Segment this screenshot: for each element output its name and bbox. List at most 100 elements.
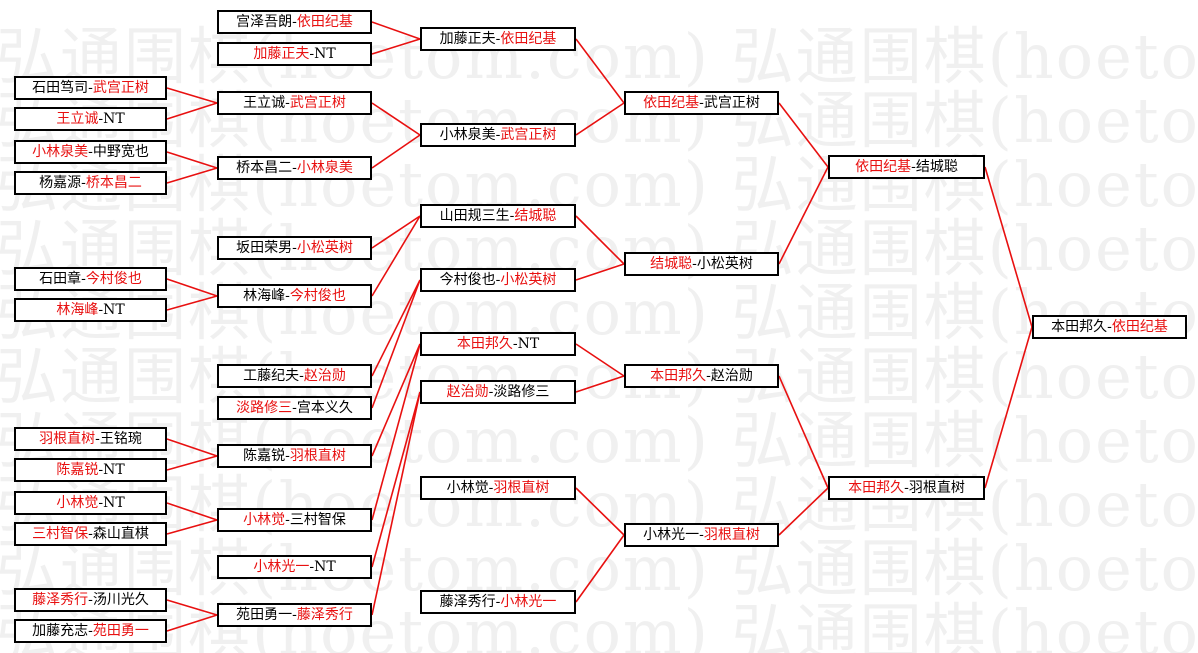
connector-line bbox=[778, 487, 829, 536]
match-box-r4-4: 小林光一-羽根直树 bbox=[624, 523, 779, 547]
player-b: 小松英树 bbox=[500, 272, 557, 288]
connector-line bbox=[166, 278, 218, 297]
player-b: NT bbox=[103, 495, 125, 511]
connector-line bbox=[984, 166, 1033, 328]
vs-separator: - bbox=[488, 480, 494, 496]
match-box-r1-2: 王立诚-NT bbox=[14, 107, 167, 131]
player-a: 羽根直树 bbox=[39, 431, 96, 447]
match-box-r3-1: 加藤正夫-依田纪基 bbox=[420, 27, 576, 51]
vs-separator: - bbox=[292, 160, 297, 176]
player-b: 结城聪 bbox=[915, 159, 958, 175]
vs-separator: - bbox=[285, 95, 290, 111]
player-b: 武宫正树 bbox=[92, 80, 149, 96]
player-a: 依田纪基 bbox=[855, 159, 912, 175]
player-a: 石田章 bbox=[39, 271, 82, 287]
connector-line bbox=[984, 326, 1033, 489]
match-box-r1-9: 小林觉-NT bbox=[14, 491, 167, 515]
match-box-r1-7: 羽根直树-王铭琬 bbox=[14, 427, 167, 451]
match-box-r1-4: 杨嘉源-桥本昌二 bbox=[14, 171, 167, 195]
player-a: 小林泉美 bbox=[439, 127, 496, 143]
player-a: 苑田勇一 bbox=[236, 607, 293, 623]
connector-line bbox=[166, 502, 218, 521]
player-a: 今村俊也 bbox=[439, 272, 496, 288]
player-b: 羽根直树 bbox=[289, 448, 346, 464]
player-a: 依田纪基 bbox=[643, 95, 700, 111]
vs-separator: - bbox=[285, 448, 290, 464]
match-box-r2-3: 王立诚-武宫正树 bbox=[217, 91, 372, 115]
player-b: 苑田勇一 bbox=[92, 623, 149, 639]
match-box-r3-2: 小林泉美-武宫正树 bbox=[420, 123, 576, 147]
player-b: 依田纪基 bbox=[500, 31, 557, 47]
match-box-r3-6: 赵治勋-淡路修三 bbox=[420, 380, 576, 404]
player-b: 小松英树 bbox=[696, 256, 753, 272]
connector-line bbox=[371, 21, 421, 40]
player-b: NT bbox=[103, 462, 125, 478]
vs-separator: - bbox=[495, 272, 501, 288]
connector-line bbox=[166, 87, 218, 104]
connector-line bbox=[575, 343, 625, 377]
match-box-r4-3: 本田邦久-赵治勋 bbox=[624, 364, 779, 388]
player-b: 汤川光久 bbox=[92, 592, 149, 608]
connector-line bbox=[575, 102, 625, 136]
player-b: 羽根直树 bbox=[908, 480, 965, 496]
vs-separator: - bbox=[88, 623, 93, 639]
player-b: 武宫正树 bbox=[289, 95, 346, 111]
player-a: 加藤充志 bbox=[32, 623, 89, 639]
player-a: 本田邦久 bbox=[650, 368, 707, 384]
connector-line bbox=[166, 102, 218, 120]
connector-line bbox=[371, 391, 421, 568]
player-a: 工藤纪夫 bbox=[243, 368, 300, 384]
player-b: NT bbox=[103, 111, 125, 127]
player-a: 石田笃司 bbox=[32, 80, 89, 96]
match-box-r2-6: 林海峰-今村俊也 bbox=[217, 284, 372, 308]
player-b: 小林光一 bbox=[500, 594, 557, 610]
connector-line bbox=[371, 134, 421, 169]
vs-separator: - bbox=[299, 368, 304, 384]
match-box-r2-11: 小林光一-NT bbox=[217, 555, 372, 579]
player-a: 三村智保 bbox=[32, 526, 89, 542]
vs-separator: - bbox=[292, 240, 297, 256]
connector-line bbox=[778, 166, 829, 265]
player-a: 小林光一 bbox=[253, 559, 310, 575]
player-b: 淡路修三 bbox=[493, 384, 550, 400]
player-b: 今村俊也 bbox=[289, 288, 346, 304]
player-a: 坂田荣男 bbox=[236, 240, 293, 256]
match-box-r1-3: 小林泉美-中野宽也 bbox=[14, 140, 167, 164]
match-box-r4-1: 依田纪基-武宫正树 bbox=[624, 91, 779, 115]
match-box-r1-8: 陈嘉锐-NT bbox=[14, 458, 167, 482]
connector-line bbox=[575, 38, 625, 104]
vs-separator: - bbox=[98, 111, 104, 127]
vs-separator: - bbox=[81, 271, 86, 287]
player-b: 赵治勋 bbox=[303, 368, 346, 384]
player-b: 小林泉美 bbox=[296, 160, 353, 176]
match-box-r2-9: 陈嘉锐-羽根直树 bbox=[217, 444, 372, 468]
vs-separator: - bbox=[495, 594, 501, 610]
vs-separator: - bbox=[285, 288, 290, 304]
vs-separator: - bbox=[88, 592, 93, 608]
player-b: NT bbox=[103, 302, 125, 318]
player-b: 赵治勋 bbox=[710, 368, 753, 384]
vs-separator: - bbox=[98, 302, 104, 318]
vs-separator: - bbox=[88, 80, 93, 96]
match-box-r2-4: 桥本昌二-小林泉美 bbox=[217, 156, 372, 180]
connector-line bbox=[371, 215, 421, 249]
player-b: 依田纪基 bbox=[1111, 319, 1168, 335]
vs-separator: - bbox=[488, 384, 494, 400]
vs-separator: - bbox=[88, 144, 93, 160]
player-a: 淡路修三 bbox=[236, 400, 293, 416]
player-a: 小林觉 bbox=[243, 512, 286, 528]
player-a: 结城聪 bbox=[650, 256, 693, 272]
connector-line bbox=[166, 455, 218, 471]
player-b: 森山直棋 bbox=[92, 526, 149, 542]
match-box-r1-11: 藤泽秀行-汤川光久 bbox=[14, 588, 167, 612]
player-a: 本田邦久 bbox=[1051, 319, 1108, 335]
player-b: NT bbox=[314, 559, 336, 575]
vs-separator: - bbox=[292, 14, 297, 30]
vs-separator: - bbox=[81, 175, 86, 191]
match-box-r3-4: 今村俊也-小松英树 bbox=[420, 268, 576, 292]
player-a: 陈嘉锐 bbox=[56, 462, 99, 478]
vs-separator: - bbox=[285, 512, 290, 528]
connector-line bbox=[575, 487, 625, 536]
connector-line bbox=[166, 295, 218, 311]
player-b: 武宫正树 bbox=[703, 95, 760, 111]
